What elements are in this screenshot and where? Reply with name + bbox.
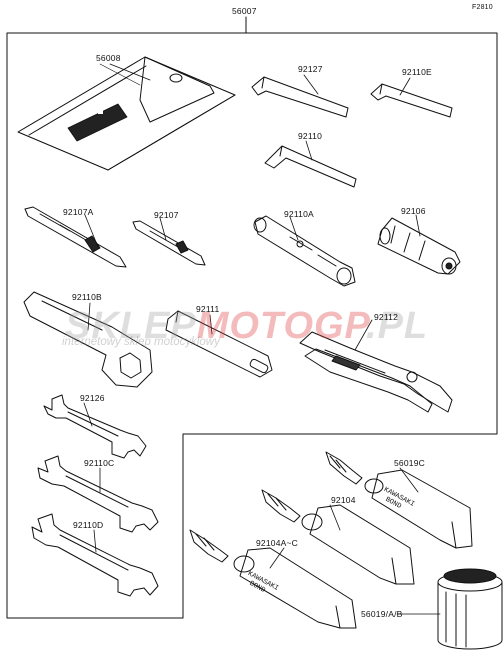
label-92110a: 92110A xyxy=(284,209,314,219)
handle-92106 xyxy=(377,217,461,275)
bond-tube-92104a-c xyxy=(189,529,357,629)
grease-can-56019 xyxy=(437,568,503,650)
label-92127: 92127 xyxy=(298,64,323,74)
screwdriver-bit-92107a xyxy=(24,206,127,268)
label-56019c: 56019C xyxy=(394,458,425,468)
screwdriver-92107 xyxy=(132,220,206,266)
pouch-logo xyxy=(67,103,128,142)
watermark-logo: SKLEPMOTOGP.PL xyxy=(65,305,428,348)
label-92110e: 92110E xyxy=(402,67,432,77)
open-wrench-92110d xyxy=(31,513,159,597)
label-92107: 92107 xyxy=(154,210,179,220)
hex-wrench-92110 xyxy=(264,145,357,188)
label-92110d: 92110D xyxy=(73,520,104,530)
label-92107a: 92107A xyxy=(63,207,94,217)
tool-pouch xyxy=(17,56,236,171)
watermark-part3: GP xyxy=(314,305,367,347)
label-92110b: 92110B xyxy=(72,292,102,302)
bond-tube-92104 xyxy=(261,489,415,585)
open-wrench-92126 xyxy=(43,394,147,459)
pliers-92112 xyxy=(299,331,453,413)
watermark-part2: MOTO xyxy=(196,305,314,347)
label-92111: 92111 xyxy=(196,304,220,314)
hex-wrench-92127 xyxy=(251,76,349,118)
figure-code: F2810 xyxy=(472,4,493,11)
leader-lines xyxy=(83,63,441,615)
watermark-subtitle: internetowy sklep motocyklowy xyxy=(62,336,220,348)
label-92110c: 92110C xyxy=(84,458,115,468)
open-wrench-92110c xyxy=(37,455,159,533)
label-56019-a-b: 56019/A/B xyxy=(361,609,403,619)
label-92104a-c: 92104A~C xyxy=(256,538,299,548)
label-92106: 92106 xyxy=(401,206,426,216)
label-56007: 56007 xyxy=(232,6,257,16)
extension-bar-92111 xyxy=(165,310,273,378)
bond-tube-56019c xyxy=(325,451,473,549)
ring-wrench-92110b xyxy=(23,291,153,388)
label-92126: 92126 xyxy=(80,393,105,403)
label-92112: 92112 xyxy=(374,312,399,322)
label-92104: 92104 xyxy=(331,495,356,505)
hex-wrench-92110e xyxy=(370,83,453,118)
watermark-part4: .PL xyxy=(366,305,429,347)
watermark-part1: SKLEP xyxy=(65,305,197,347)
label-56008: 56008 xyxy=(96,53,121,63)
kit-frame xyxy=(6,16,498,619)
spark-plug-wrench-92110a xyxy=(253,215,356,287)
label-92110: 92110 xyxy=(298,131,323,141)
